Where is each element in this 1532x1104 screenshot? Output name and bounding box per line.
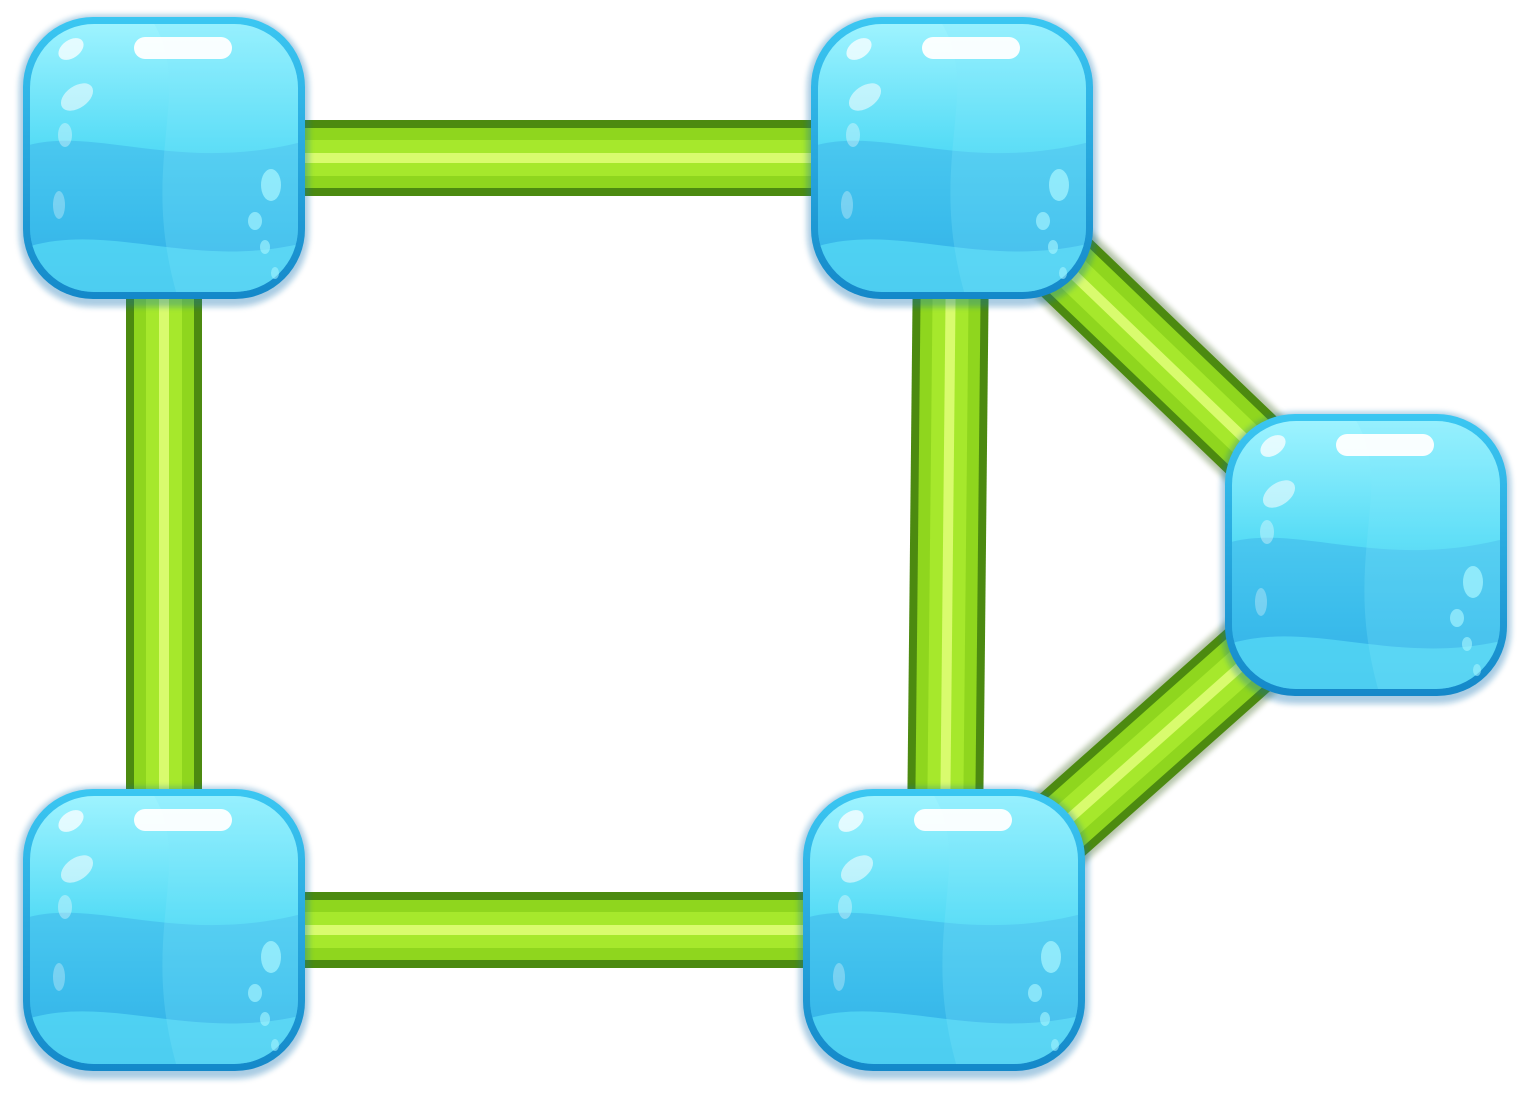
node-bottom-left[interactable] bbox=[19, 787, 309, 1079]
node-layer bbox=[19, 15, 1511, 1079]
node-bottom-middle[interactable] bbox=[799, 787, 1089, 1079]
edge-layer bbox=[121, 115, 1396, 973]
node-top-left[interactable] bbox=[19, 15, 309, 307]
node-right[interactable] bbox=[1221, 412, 1511, 704]
node-top-middle[interactable] bbox=[807, 15, 1097, 307]
